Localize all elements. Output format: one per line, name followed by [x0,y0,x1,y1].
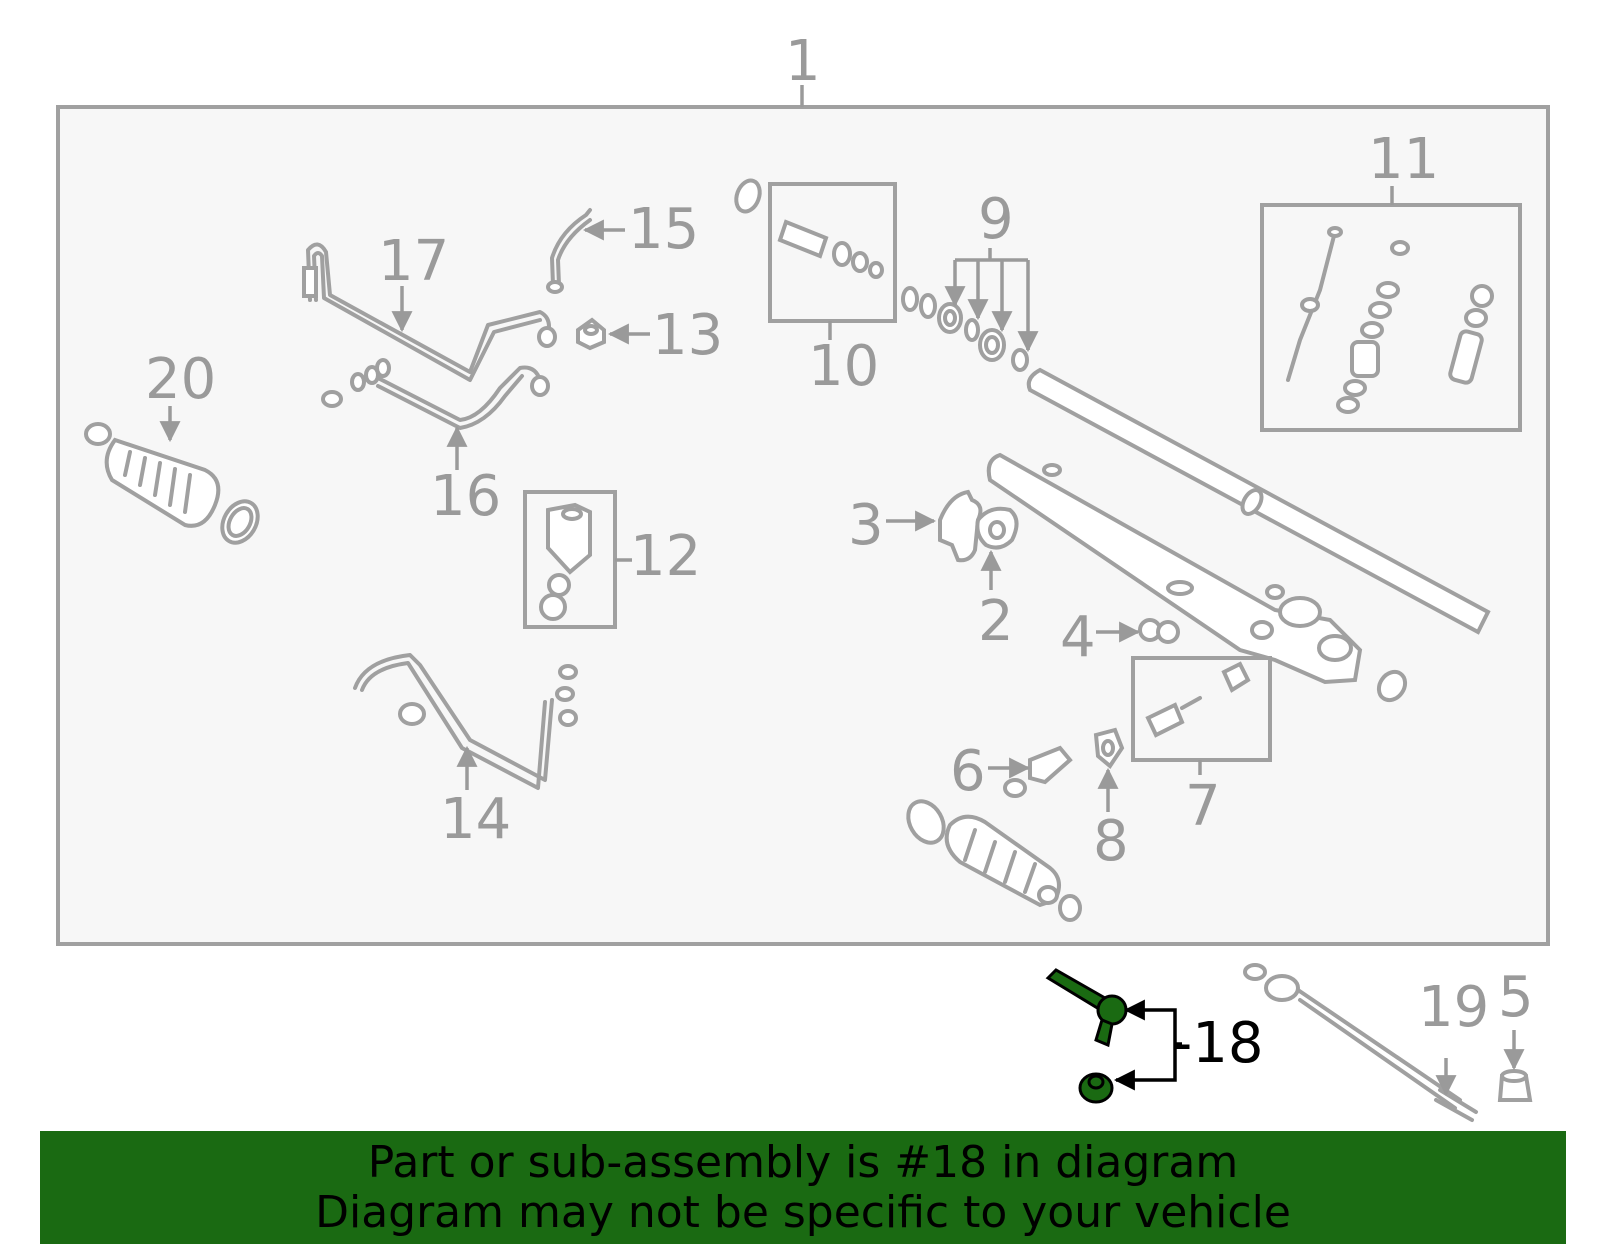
pipe-14-part [353,653,578,790]
plug-4-part [1138,618,1180,644]
rack-housing-part [986,452,1363,685]
kit-11-parts [1286,226,1494,414]
callout-15: 15 [628,197,699,262]
adjuster-7-parts [1145,661,1251,738]
bushing-2-part [975,506,1019,550]
rack-bar-part [1026,367,1491,635]
seal-ring-part [1376,669,1408,703]
callout-2: 2 [978,589,1014,654]
callout-12: 12 [630,524,701,589]
boot-right-part [906,799,1082,922]
banner-line-1: Part or sub-assembly is #18 in diagram [367,1136,1239,1188]
banner-line-2: Diagram may not be specific to your vehi… [315,1186,1291,1238]
callout-10: 10 [808,334,879,399]
callout-9: 9 [978,187,1014,252]
callout-20: 20 [145,347,216,412]
callout-16: 16 [430,464,501,529]
callout-19: 19 [1418,975,1489,1040]
cap-5-part [1497,1069,1533,1102]
housing-12-parts [539,502,592,621]
tie-rod-end-18-part [1045,968,1128,1048]
callout-5: 5 [1498,965,1534,1030]
callout-11: 11 [1368,127,1439,192]
box-10 [768,182,897,323]
nut-13-part [576,317,606,351]
pipe-17-part [302,242,557,382]
callout-7: 7 [1185,774,1221,839]
callout-14: 14 [440,787,511,852]
nut-18-part [1078,1072,1114,1104]
valve-10-parts [777,219,884,279]
callout-6: 6 [950,739,986,804]
boot-left-part [84,422,260,545]
callout-8: 8 [1093,809,1129,874]
info-banner: Part or sub-assembly is #18 in diagram D… [40,1131,1566,1244]
callout-18: -18 [1172,1011,1263,1076]
nut-8-part [1093,727,1125,769]
callout-1: 1 [785,29,821,94]
callout-3: 3 [848,493,884,558]
callout-13: 13 [652,303,723,368]
callout-17: 17 [378,229,449,294]
bracket-3-part [938,489,983,563]
callout-4: 4 [1060,605,1096,670]
